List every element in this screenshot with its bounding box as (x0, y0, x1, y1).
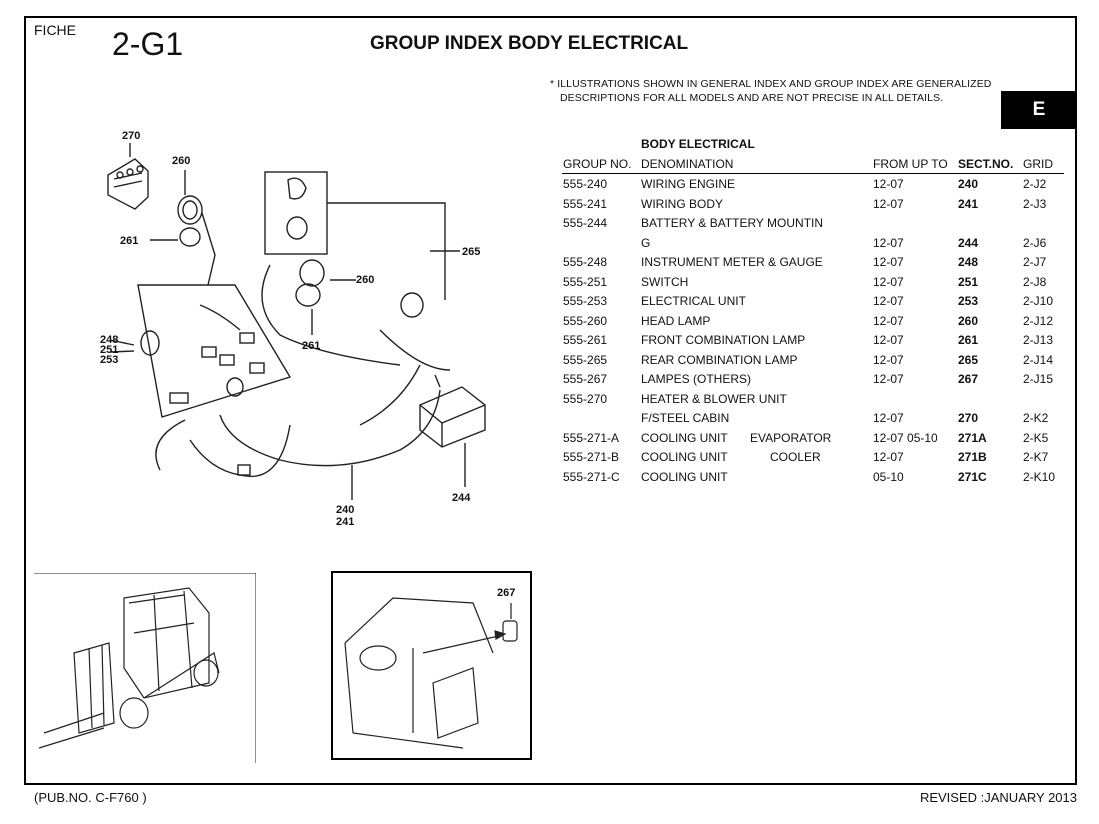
col-header-from-up-to: FROM UP TO (873, 157, 948, 171)
interior-lamp (502, 620, 518, 642)
fiche-code: 2-G1 (112, 26, 184, 62)
pub-number: (PUB.NO. C-F760 ) (34, 790, 147, 805)
front-lamp-left (179, 227, 201, 247)
page-frame (24, 16, 1077, 785)
heater-panel (107, 158, 149, 210)
front-lamp-center (295, 283, 321, 307)
battery (419, 386, 486, 448)
cabin-frame (344, 597, 494, 654)
instrument-box (137, 284, 292, 418)
cabin-inset: 267 (331, 571, 532, 760)
callout-248: 248 (100, 334, 118, 346)
revised-date: REVISED :JANUARY 2013 (919, 790, 1077, 805)
page-title: GROUP INDEX BODY ELECTRICAL (370, 33, 689, 54)
callout-253: 253 (100, 354, 118, 366)
steering-wheel (359, 645, 397, 671)
callout-244: 244 (452, 492, 471, 504)
callout-260-center: 260 (356, 274, 374, 286)
section-tab[interactable]: E (1001, 91, 1077, 129)
rear-lamp-right (400, 292, 424, 318)
callout-261-center: 261 (302, 340, 320, 352)
col-header-group: GROUP NO. (563, 157, 632, 171)
callout-241: 241 (336, 516, 354, 528)
forklift-illustration (34, 573, 256, 763)
forklift-cab (123, 587, 210, 699)
rear-wheel (193, 659, 219, 687)
callout-265: 265 (462, 246, 480, 258)
wiring-illustration: 270 260 261 265 260 248 251 253 261 240 … (100, 130, 486, 528)
rear-lamp-box (264, 171, 328, 255)
forklift-mast (73, 642, 115, 734)
head-lamp-left (177, 195, 203, 225)
illustration-note: * ILLUSTRATIONS SHOWN IN GENERAL INDEX A… (550, 77, 991, 105)
note-line-2: DESCRIPTIONS FOR ALL MODELS AND ARE NOT … (560, 92, 944, 104)
col-header-sect: SECT.NO. (958, 157, 1014, 171)
note-line-1: * ILLUSTRATIONS SHOWN IN GENERAL INDEX A… (550, 78, 992, 90)
table-title: BODY ELECTRICAL (641, 137, 755, 151)
callout-labels: 270 260 261 265 260 248 251 253 261 240 … (100, 130, 480, 528)
head-lamp-center (299, 259, 325, 287)
header-rule (562, 173, 1064, 174)
callout-260: 260 (172, 155, 190, 167)
cabin-inset-drawing: 267 (344, 587, 518, 749)
col-header-grid: GRID (1023, 157, 1053, 171)
callout-261: 261 (120, 235, 138, 247)
callout-240: 240 (336, 504, 354, 516)
col-header-denomination: DENOMINATION (641, 157, 734, 171)
callout-267: 267 (497, 587, 515, 599)
callout-251: 251 (100, 344, 118, 356)
front-wheel (119, 697, 149, 729)
forklift-forks (38, 712, 105, 749)
fiche-label: FICHE (34, 22, 76, 38)
callout-270: 270 (122, 130, 140, 142)
